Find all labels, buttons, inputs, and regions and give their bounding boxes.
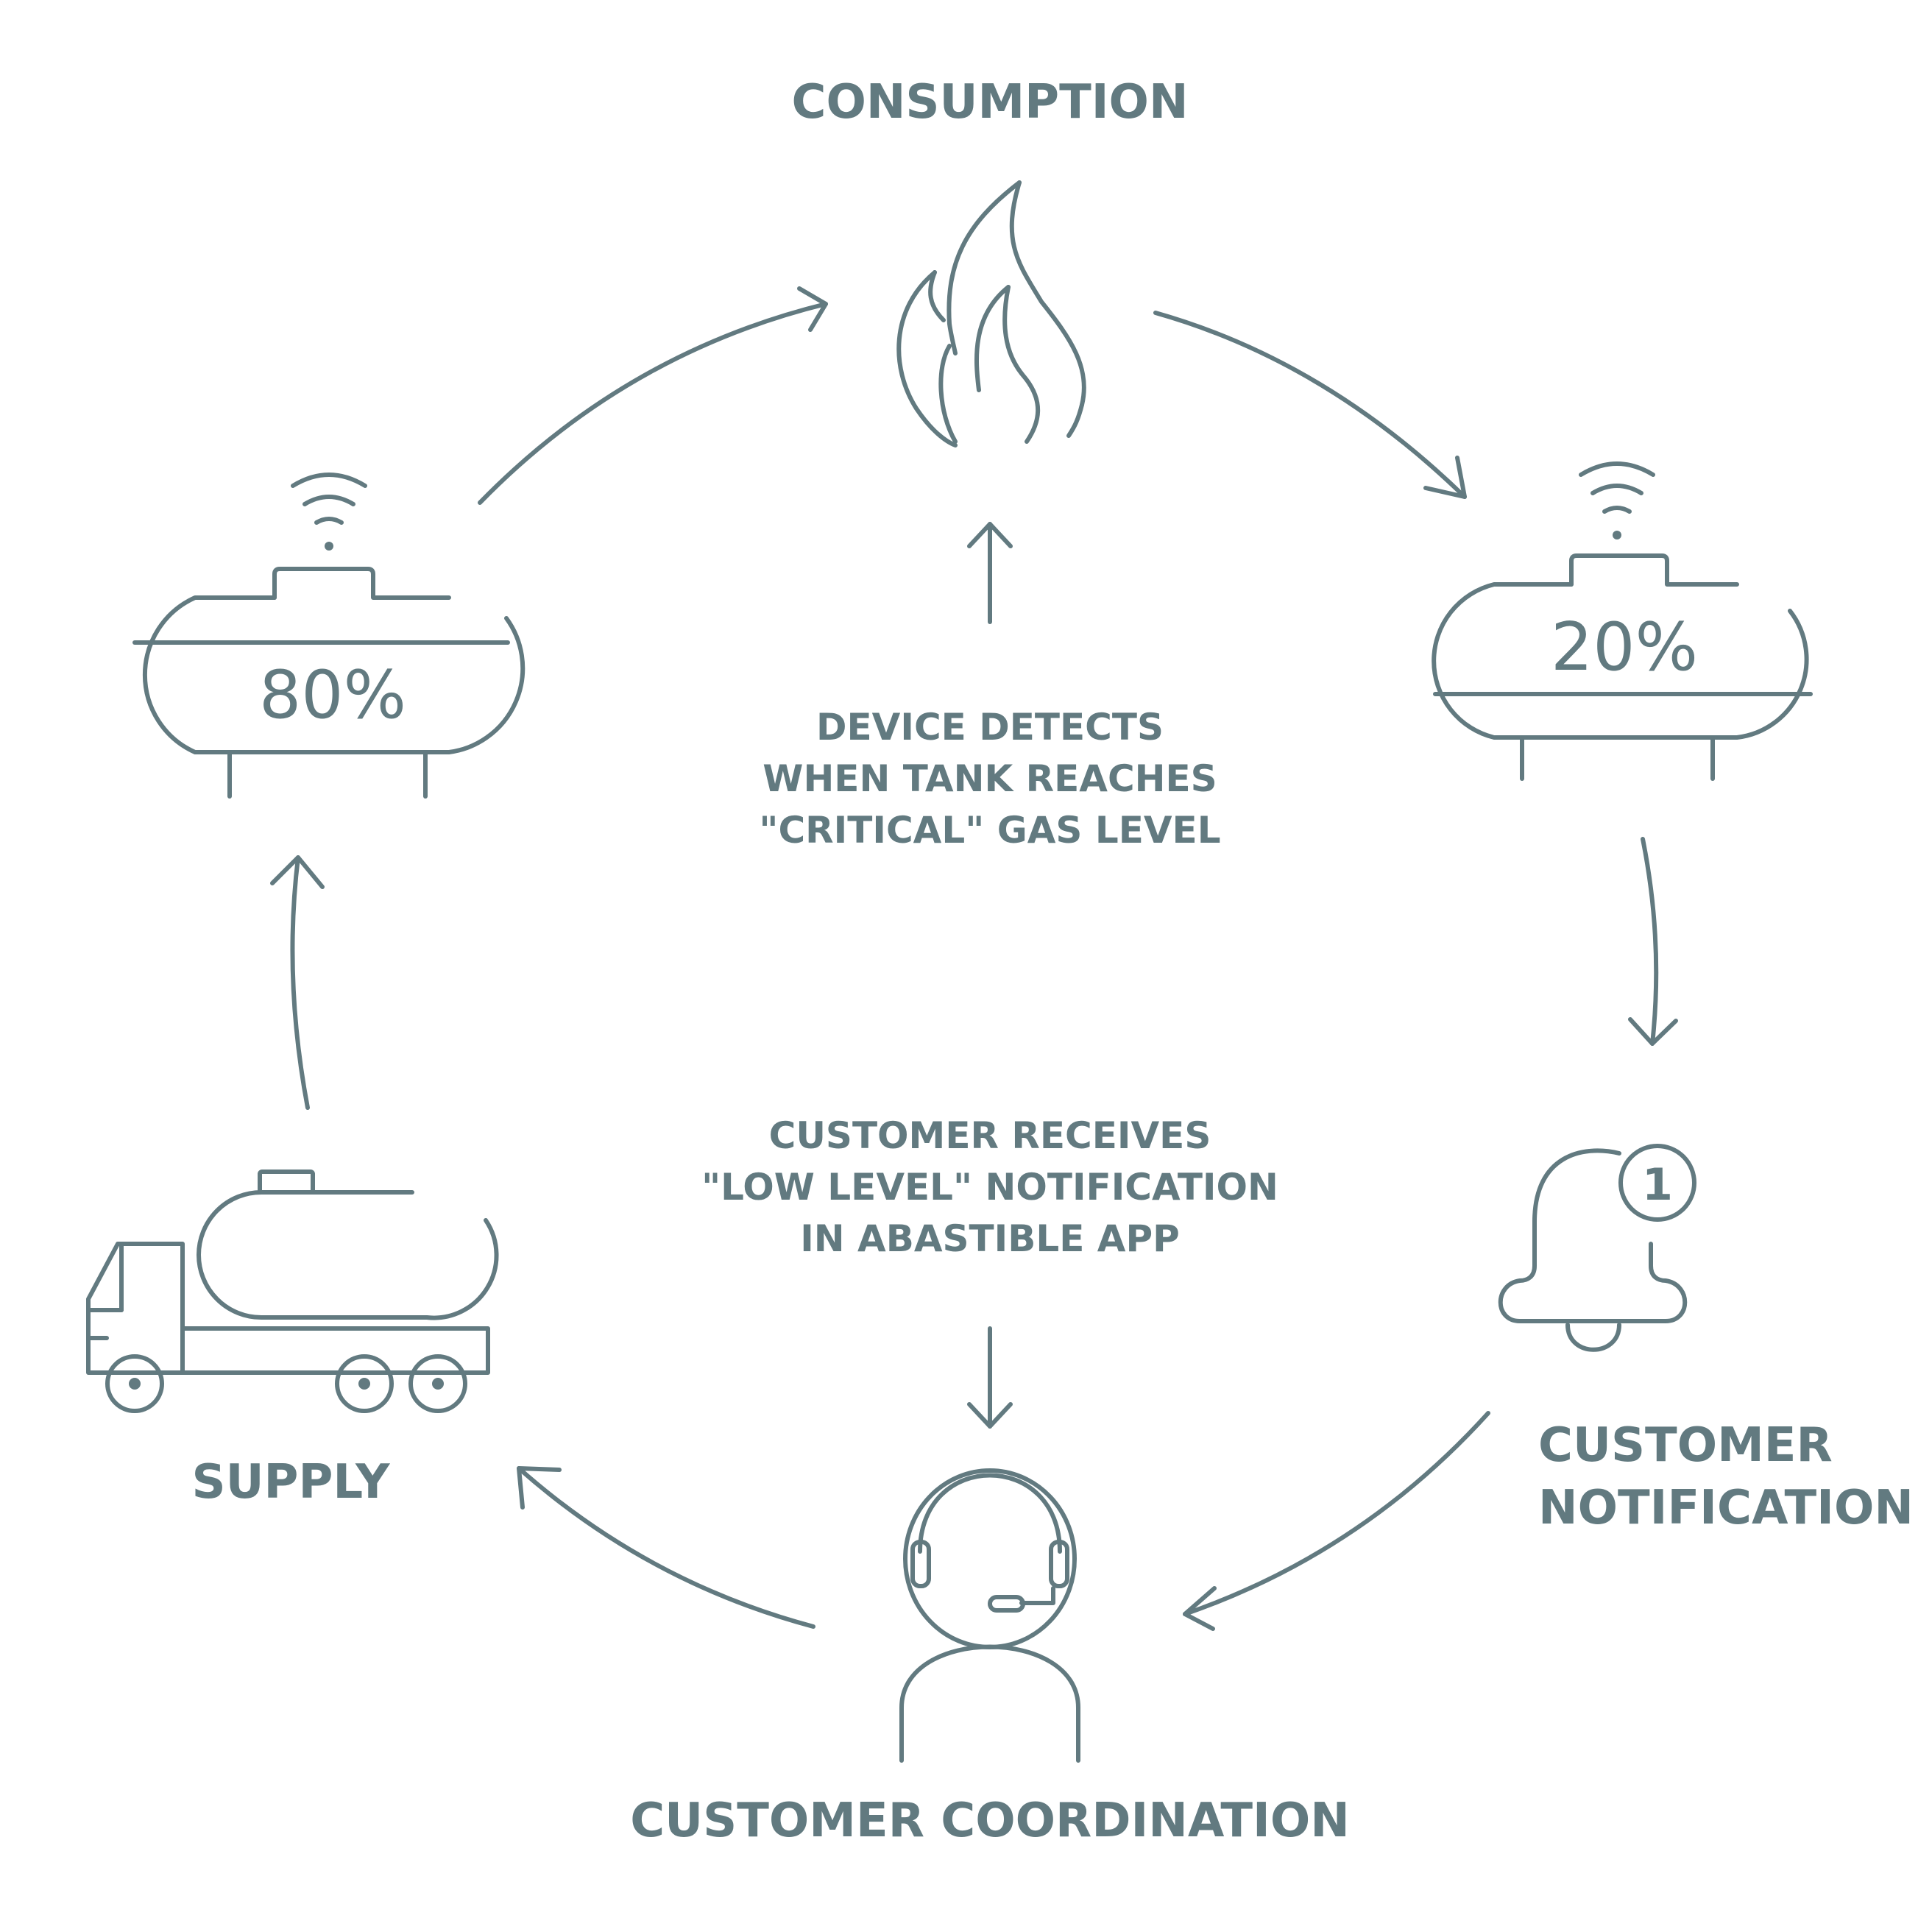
tank-level-right: 20% xyxy=(1551,609,1698,686)
tank-left: 80% xyxy=(132,473,526,799)
arrow-flame-to-right-tank xyxy=(1153,311,1467,499)
note-customer-receives-line3: IN ABASTIBLE APP xyxy=(800,1217,1180,1260)
tanker-truck-icon xyxy=(86,1170,499,1413)
bell-icon xyxy=(1498,1148,1688,1352)
arrow-left-tank-to-flame xyxy=(478,286,828,505)
tank-level-left: 80% xyxy=(259,657,406,734)
wifi-icon xyxy=(291,473,367,551)
wifi-icon xyxy=(1579,461,1655,539)
tank-body-left xyxy=(132,567,526,799)
arrow-up-center xyxy=(967,522,1013,624)
note-customer-receives-line2: "LOW LEVEL" NOTIFICATION xyxy=(701,1166,1278,1209)
arrow-coordination-to-supply xyxy=(517,1466,815,1629)
arrow-right-tank-to-bell xyxy=(1628,837,1678,1046)
arrow-supply-to-left-tank xyxy=(270,855,325,1110)
note-device-detects-line1: DEVICE DETECTS xyxy=(816,706,1164,749)
tank-body-right xyxy=(1432,553,1813,781)
headset-agent-icon xyxy=(899,1468,1080,1763)
tank-right: 20% xyxy=(1432,461,1813,781)
heading-consumption: CONSUMPTION xyxy=(791,75,1188,130)
note-device-detects: DEVICE DETECTS WHEN TANK REACHES "CRITIC… xyxy=(759,706,1220,852)
heading-supply: SUPPLY xyxy=(191,1455,390,1510)
note-customer-receives: CUSTOMER RECEIVES "LOW LEVEL" NOTIFICATI… xyxy=(701,1114,1278,1260)
notification-badge: 1 xyxy=(1618,1144,1696,1222)
heading-customer-notification-line1: CUSTOMER xyxy=(1538,1418,1833,1473)
notification-badge-count: 1 xyxy=(1642,1159,1673,1211)
note-customer-receives-line1: CUSTOMER RECEIVES xyxy=(769,1114,1211,1157)
arrow-down-center xyxy=(967,1326,1013,1429)
heading-customer-coordination: CUSTOMER COORDINATION xyxy=(630,1794,1350,1848)
heading-customer-notification-line2: NOTIFICATION xyxy=(1538,1481,1914,1535)
arrow-bell-to-coordination xyxy=(1183,1411,1490,1631)
note-device-detects-line3: "CRITICAL" GAS LEVEL xyxy=(759,809,1220,852)
note-device-detects-line2: WHEN TANK REACHES xyxy=(762,757,1217,800)
flame-icon xyxy=(896,180,1086,447)
